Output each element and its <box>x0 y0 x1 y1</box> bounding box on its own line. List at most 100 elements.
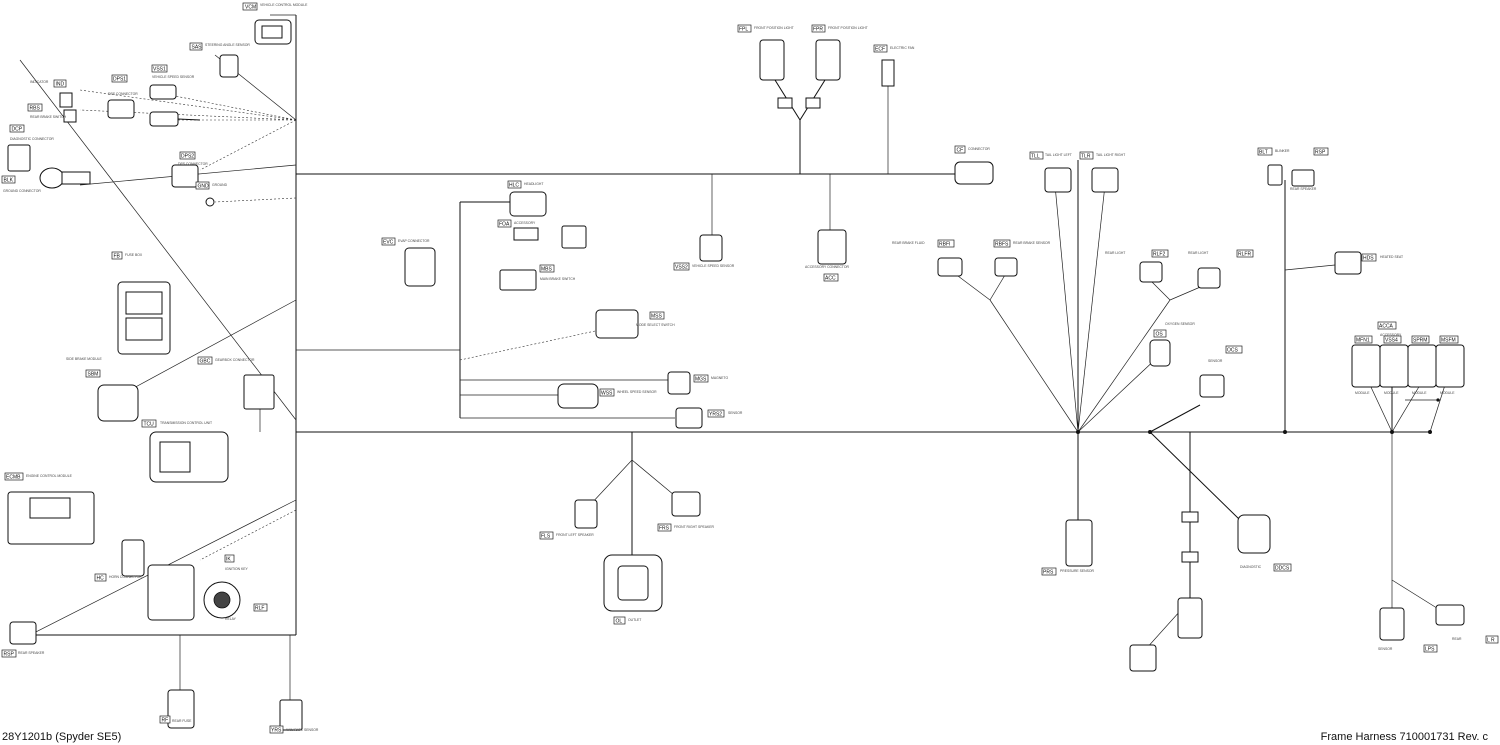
rlf2-connector-icon <box>1139 261 1163 283</box>
tag-text: RLF2 <box>1153 252 1165 258</box>
tag-tr: TLR TAIL LIGHT RIGHT <box>1079 151 1125 160</box>
splice-dot <box>1428 430 1432 434</box>
desc-text: INDICATOR <box>30 80 49 84</box>
desc-text: TAIL LIGHT RIGHT <box>1096 153 1125 157</box>
desc-text: MODULE <box>1412 391 1427 395</box>
vss2-connector-icon <box>699 234 723 262</box>
cf-connector-icon <box>954 161 994 185</box>
desc-text: EVAP CONNECTOR <box>398 239 430 243</box>
desc-text: PRESSURE SENSOR <box>1060 569 1094 573</box>
tag-text: IK <box>226 557 231 563</box>
dps2-connector-icon <box>171 164 199 188</box>
connector-detail <box>177 118 201 121</box>
desc-text: REAR SPEAKER <box>1290 187 1317 191</box>
tag-text: SPRM <box>1413 338 1427 344</box>
desc-text: TAIL LIGHT LEFT <box>1045 153 1072 157</box>
desc-text: MAIN BRAKE SWITCH <box>540 277 576 281</box>
desc-text: REAR FUSE <box>172 719 192 723</box>
connector-detail <box>617 565 649 601</box>
tag-text: GND <box>198 184 210 190</box>
hds-connector-icon <box>1334 251 1362 275</box>
splice-dot <box>1436 398 1440 402</box>
blt-connector-icon <box>1267 164 1283 186</box>
tag-text: RLFR <box>1238 252 1251 258</box>
fan-wire <box>199 509 297 561</box>
drawing-id-label: 28Y1201b (Spyder SE5) <box>2 731 122 743</box>
tag-text: GBC <box>200 359 211 365</box>
connector-detail <box>159 441 191 473</box>
acc-connector-icon <box>817 229 847 265</box>
desc-text: REAR BRAKE FLUID <box>892 241 925 245</box>
desc-text: REAR BRAKE SWITCH <box>30 115 67 119</box>
desc-text: TRANSMISSION CONTROL UNIT <box>160 421 212 425</box>
desc-text: CONNECTOR <box>968 147 990 151</box>
mss-connector-icon <box>595 309 639 339</box>
tag-text: FPL <box>739 27 748 33</box>
tag-hds: HDS HEATED SEAT <box>1361 253 1403 262</box>
tag-text: LPS <box>1425 647 1435 653</box>
lr-connector-icon <box>1435 604 1465 626</box>
desc-text: VEHICLE CONTROL MODULE <box>260 3 308 7</box>
mod-wire <box>1369 384 1393 433</box>
connector-detail <box>1181 511 1199 523</box>
tag-text: BLT <box>1259 150 1268 156</box>
tag-dcp: DCP DIAGNOSTIC CONNECTOR <box>9 124 54 141</box>
tag-text: HC <box>97 576 105 582</box>
desc-text: DIAGNOSTIC CONNECTOR <box>10 137 54 141</box>
tag-text: MSS <box>651 314 663 320</box>
tag-text: RF <box>162 718 169 724</box>
yrs-connector-icon <box>279 699 303 731</box>
tag-text: FOA <box>499 222 510 228</box>
desc-text: GROUND CONNECTOR <box>3 189 41 193</box>
fl-connector-icon <box>574 499 598 529</box>
desc-text: FRONT POSITION LIGHT <box>828 26 868 30</box>
desc-text: MODULE <box>1384 391 1399 395</box>
desc-text: BLINKER <box>1275 149 1290 153</box>
fan-wire <box>129 299 297 391</box>
ind-connector-icon <box>59 92 73 108</box>
ds-connector-icon <box>1129 644 1157 672</box>
right-branches <box>949 160 1446 651</box>
desc-text: OUTLET <box>628 618 641 622</box>
tag-mbs: MBS MAIN BRAKE SWITCH <box>539 264 576 281</box>
tag-text: HDS <box>1363 256 1374 262</box>
tag-text: VCM <box>245 5 256 11</box>
tr-wire <box>1077 184 1106 433</box>
fo-connector-icon <box>513 227 539 241</box>
desc-text: HORN CONNECTOR <box>109 575 142 579</box>
ocs-wire <box>1149 404 1201 433</box>
splice-dot <box>1390 430 1394 434</box>
desc-text: FUSE BOX <box>125 253 143 257</box>
fpr-connector-icon <box>815 39 841 81</box>
tag-text: RBFI <box>939 242 950 248</box>
desc-text: VEHICLE SPEED SENSOR <box>152 75 195 79</box>
rlf-wire <box>1149 279 1171 301</box>
desc-text: HEATED SEAT <box>1380 255 1403 259</box>
connector-detail <box>125 291 163 315</box>
desc-text: RELAY <box>225 617 237 621</box>
tag-text: TLR <box>1081 154 1091 160</box>
connector-detail <box>61 171 91 185</box>
ground-ring-icon <box>205 197 215 207</box>
ocs-connector-icon <box>1199 374 1225 398</box>
desc-text: MAGNETO <box>711 376 728 380</box>
tag-text: DPS2 <box>181 154 194 160</box>
splice-dot <box>1283 430 1287 434</box>
rbf-wire <box>989 299 1079 433</box>
tag-text: DCP <box>12 127 23 133</box>
tag-text: MBS <box>541 267 553 273</box>
ws-connector-icon <box>557 383 599 409</box>
